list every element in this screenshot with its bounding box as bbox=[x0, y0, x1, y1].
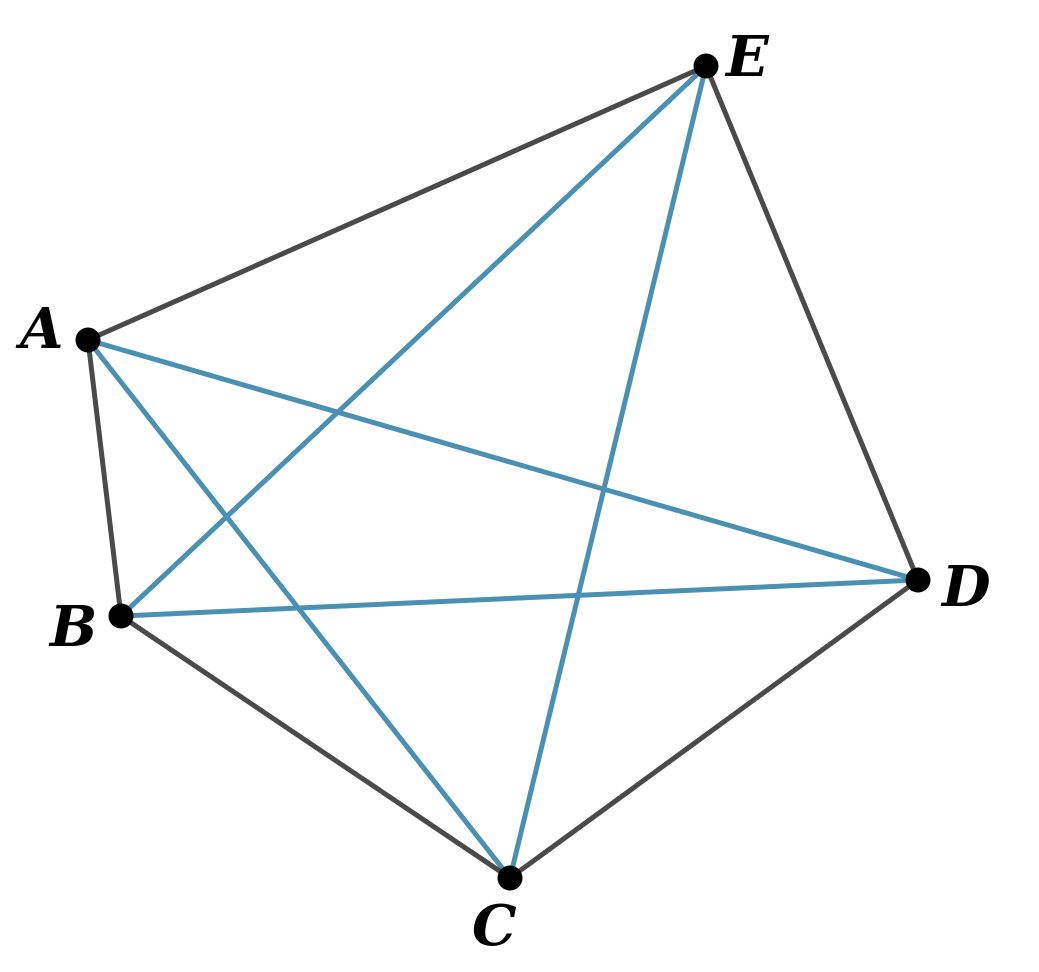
vertex-point-b bbox=[108, 603, 134, 629]
vertex-label-c: C bbox=[472, 893, 517, 959]
diagonal-ce bbox=[507, 63, 709, 881]
sides-layer bbox=[85, 63, 921, 881]
vertices-layer bbox=[75, 53, 931, 891]
side-de bbox=[703, 63, 921, 583]
diagonal-be bbox=[118, 63, 709, 619]
diagonals-layer bbox=[85, 63, 921, 881]
vertex-label-a: A bbox=[15, 296, 63, 362]
vertex-point-e bbox=[693, 53, 719, 79]
vertex-label-b: B bbox=[48, 594, 97, 660]
vertex-point-d bbox=[905, 567, 931, 593]
vertex-point-c bbox=[497, 865, 523, 891]
diagonal-ad bbox=[85, 337, 921, 583]
side-ab bbox=[85, 337, 124, 619]
vertex-label-d: D bbox=[940, 554, 991, 620]
vertex-label-e: E bbox=[724, 24, 770, 90]
side-ea bbox=[85, 63, 709, 343]
labels-layer: A B C D E bbox=[15, 24, 991, 959]
side-cd bbox=[507, 577, 921, 881]
diagonal-bd bbox=[118, 577, 921, 619]
vertex-point-a bbox=[75, 327, 101, 353]
side-bc bbox=[118, 613, 513, 881]
